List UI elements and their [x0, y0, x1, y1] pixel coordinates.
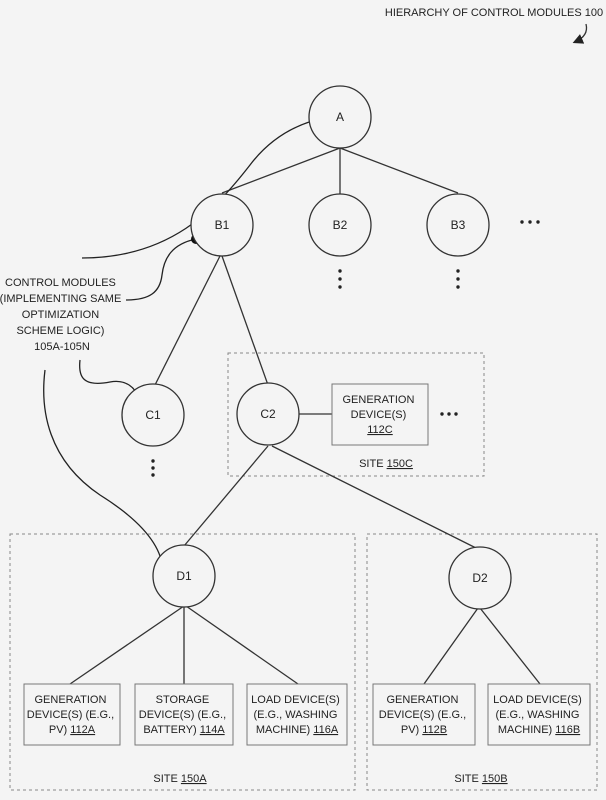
lead-line-to-a: [81, 117, 325, 259]
node-d1: D1: [152, 544, 216, 608]
site-150b-box: [366, 533, 598, 791]
site-150b-label: SITE 150B: [454, 773, 507, 785]
ellipsis-vertical-b2: [338, 269, 342, 289]
load-device-116b: LOAD DEVICE(S) (E.G., WASHING MACHINE) 1…: [487, 683, 591, 746]
edge-d2-load116b: [479, 607, 541, 685]
node-b2-label: B2: [333, 218, 348, 232]
control-modules-line-5: 105A-105N: [34, 341, 90, 353]
lead-line-to-b1: [125, 238, 197, 301]
sto114a-line-1: STORAGE: [156, 694, 210, 706]
svg-text:GENERATION DEVICE(S) (E.: GENERATION DEVICE(S) (E.G., PV) 112B: [379, 694, 469, 736]
edge-d1-load116a: [185, 605, 299, 685]
storage-device-114a: STORAGE DEVICE(S) (E.G., BATTERY) 114A: [134, 683, 234, 746]
edge-b1-c2: [221, 255, 269, 386]
edge-c2-d2: [271, 445, 477, 549]
ellipsis-vertical-c1: [151, 459, 155, 477]
generation-device-112b: GENERATION DEVICE(S) (E.G., PV) 112B: [372, 683, 476, 746]
edge-a-b1: [221, 147, 341, 194]
gen112a-line-1: GENERATION: [35, 694, 107, 706]
svg-text:GENERATION DEVICE(S) (E.: GENERATION DEVICE(S) (E.G., PV) 112A: [27, 694, 117, 736]
node-b3-label: B3: [451, 218, 466, 232]
svg-text:LOAD DEVICE(S) (E.G., WA: LOAD DEVICE(S) (E.G., WASHING MACHINE) 1…: [251, 694, 343, 736]
load116b-line-2: (E.G., WASHING: [496, 709, 580, 721]
control-modules-line-1: CONTROL MODULES: [5, 277, 116, 289]
node-b2: B2: [308, 193, 372, 257]
svg-text:LOAD DEVICE(S) (E.G., WA: LOAD DEVICE(S) (E.G., WASHING MACHINE) 1…: [493, 694, 585, 736]
edge-d2-gen112b: [423, 607, 479, 685]
svg-text:STORAGE DEVICE(S) (E.G.,: STORAGE DEVICE(S) (E.G., BATTERY) 114A: [139, 694, 229, 736]
node-b3: B3: [426, 193, 490, 257]
lead-line-to-c1: [78, 359, 139, 399]
node-c2-label: C2: [260, 407, 276, 421]
generation-device-112c: GENERATION DEVICE(S) 112C: [331, 383, 429, 446]
edge-d1-gen112a: [69, 605, 185, 685]
site-150a-box: [9, 533, 356, 791]
control-modules-line-3: OPTIMIZATION: [22, 309, 99, 321]
node-c1: C1: [121, 383, 185, 447]
node-b1: B1: [190, 193, 254, 257]
node-b1-label: B1: [215, 218, 230, 232]
edge-b1-c1: [154, 255, 221, 386]
load116a-line-2: (E.G., WASHING: [254, 709, 338, 721]
figure-arrow: [572, 23, 588, 44]
figure-title: HIERARCHY OF CONTROL MODULES 100: [385, 7, 603, 19]
ellipsis-horizontal-b: [520, 220, 540, 224]
control-modules-line-2: (IMPLEMENTING SAME: [0, 293, 121, 305]
control-modules-label: CONTROL MODULES (IMPLEMENTING SAME OPTIM…: [0, 277, 124, 353]
load116b-line-1: LOAD DEVICE(S): [493, 694, 582, 706]
node-c2: C2: [236, 382, 300, 446]
node-a-label: A: [336, 110, 344, 124]
node-d1-label: D1: [176, 569, 192, 583]
edge-c2-d1: [183, 445, 269, 547]
gen112b-line-1: GENERATION: [387, 694, 459, 706]
ellipsis-vertical-b3: [456, 269, 460, 289]
load116a-line-1: LOAD DEVICE(S): [251, 694, 340, 706]
node-d2-label: D2: [472, 571, 488, 585]
site-150a-label: SITE 150A: [153, 773, 207, 785]
node-d2: D2: [448, 546, 512, 610]
node-a: A: [308, 85, 372, 149]
lead-line-to-d1: [43, 369, 164, 572]
svg-text:GENERATION DEVICE(S): GENERATION DEVICE(S) 112C: [343, 394, 418, 436]
gen112b-line-2: DEVICE(S) (E.G.,: [379, 709, 466, 721]
load-device-116a: LOAD DEVICE(S) (E.G., WASHING MACHINE) 1…: [246, 683, 348, 746]
control-modules-line-4: SCHEME LOGIC): [16, 325, 104, 337]
site-150c-label: SITE 150C: [359, 458, 413, 470]
gen112a-line-2: DEVICE(S) (E.G.,: [27, 709, 114, 721]
gen112c-ref: 112C: [367, 424, 393, 436]
gen112c-line-2: DEVICE(S): [351, 409, 407, 421]
gen112c-line-1: GENERATION: [343, 394, 415, 406]
site-150c-box: [227, 352, 485, 477]
edge-a-b3: [339, 147, 459, 194]
node-c1-label: C1: [145, 408, 161, 422]
ellipsis-horizontal-site150c: [440, 412, 458, 416]
sto114a-line-2: DEVICE(S) (E.G.,: [139, 709, 226, 721]
generation-device-112a: GENERATION DEVICE(S) (E.G., PV) 112A: [23, 683, 121, 746]
